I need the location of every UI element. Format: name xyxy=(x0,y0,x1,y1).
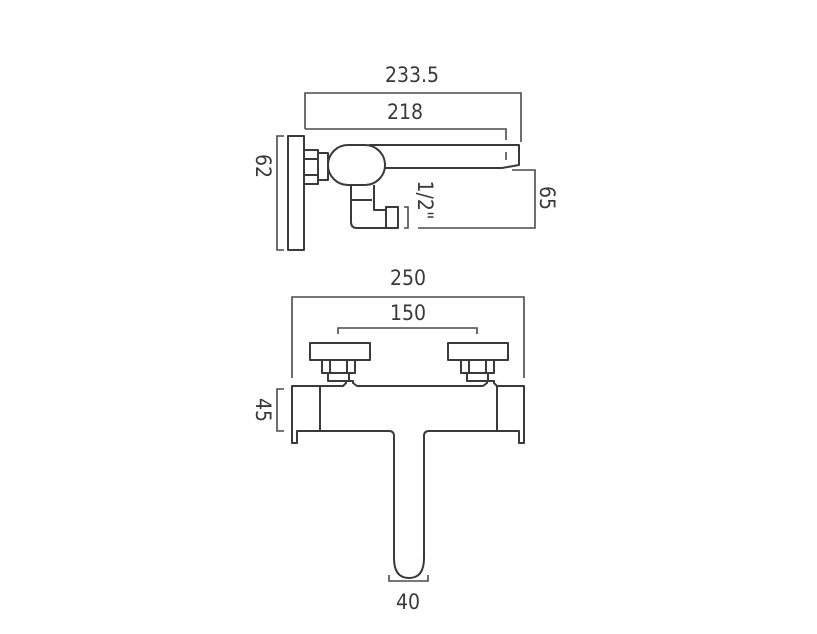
dim-label-250: 250 xyxy=(390,266,426,290)
dim-body-height: 45 xyxy=(251,388,284,432)
dim-backplate-height: 62 xyxy=(251,135,284,251)
dim-label-45: 45 xyxy=(251,398,275,422)
dim-label-62: 62 xyxy=(251,154,275,178)
dim-overall-projection: 233.5 xyxy=(304,63,522,142)
wall-backplate xyxy=(287,135,305,251)
spout-side xyxy=(369,144,520,169)
side-view: 233.5 218 62 xyxy=(251,63,559,251)
valve-body xyxy=(327,144,386,186)
connector xyxy=(317,152,329,181)
dim-spout-height: 65 xyxy=(418,169,559,229)
dim-spout-width: 40 xyxy=(388,575,429,614)
dim-label-65: 65 xyxy=(535,186,559,210)
dim-inlet-bracket xyxy=(404,206,409,229)
hex-nut xyxy=(303,149,319,185)
dim-label-233-5: 233.5 xyxy=(385,63,439,87)
dim-overall-width: 250 xyxy=(291,266,525,378)
dim-inlet-centres: 150 xyxy=(337,301,478,334)
dim-label-218: 218 xyxy=(387,100,423,124)
dim-spout-projection: 218 xyxy=(305,100,507,160)
left-handle xyxy=(309,342,371,382)
dim-label-150: 150 xyxy=(390,301,426,325)
front-view: 250 150 45 xyxy=(251,266,525,614)
dim-label-inlet-size: 1/2" xyxy=(413,180,437,219)
dim-label-40: 40 xyxy=(396,590,420,614)
right-handle xyxy=(447,342,509,382)
inlet-elbow xyxy=(350,185,399,229)
mixer-body-front xyxy=(291,380,525,579)
